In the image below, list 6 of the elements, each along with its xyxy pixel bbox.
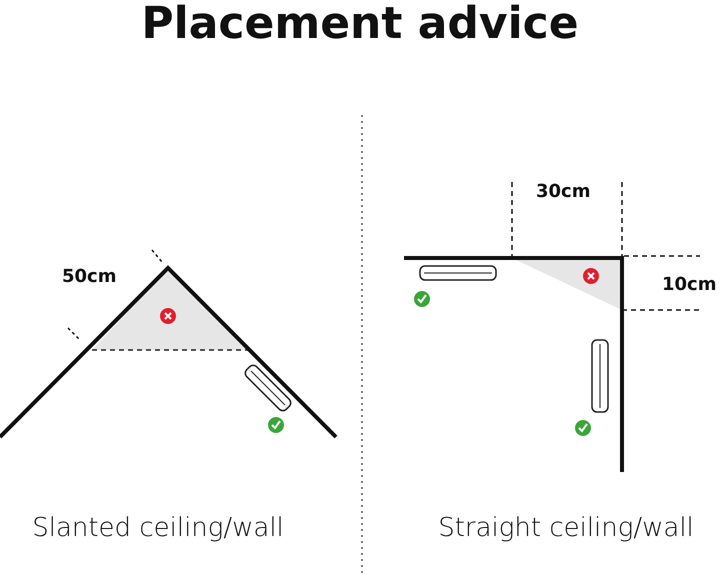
dimension-label: 30cm (536, 183, 590, 201)
dimension-label: 10cm (662, 276, 716, 294)
title: Placement advice (141, 2, 579, 46)
caption-label: Slanted ceiling/wall (32, 515, 284, 541)
caption-label: Straight ceiling/wall (438, 515, 694, 541)
dimension-label: 50cm (62, 268, 116, 286)
